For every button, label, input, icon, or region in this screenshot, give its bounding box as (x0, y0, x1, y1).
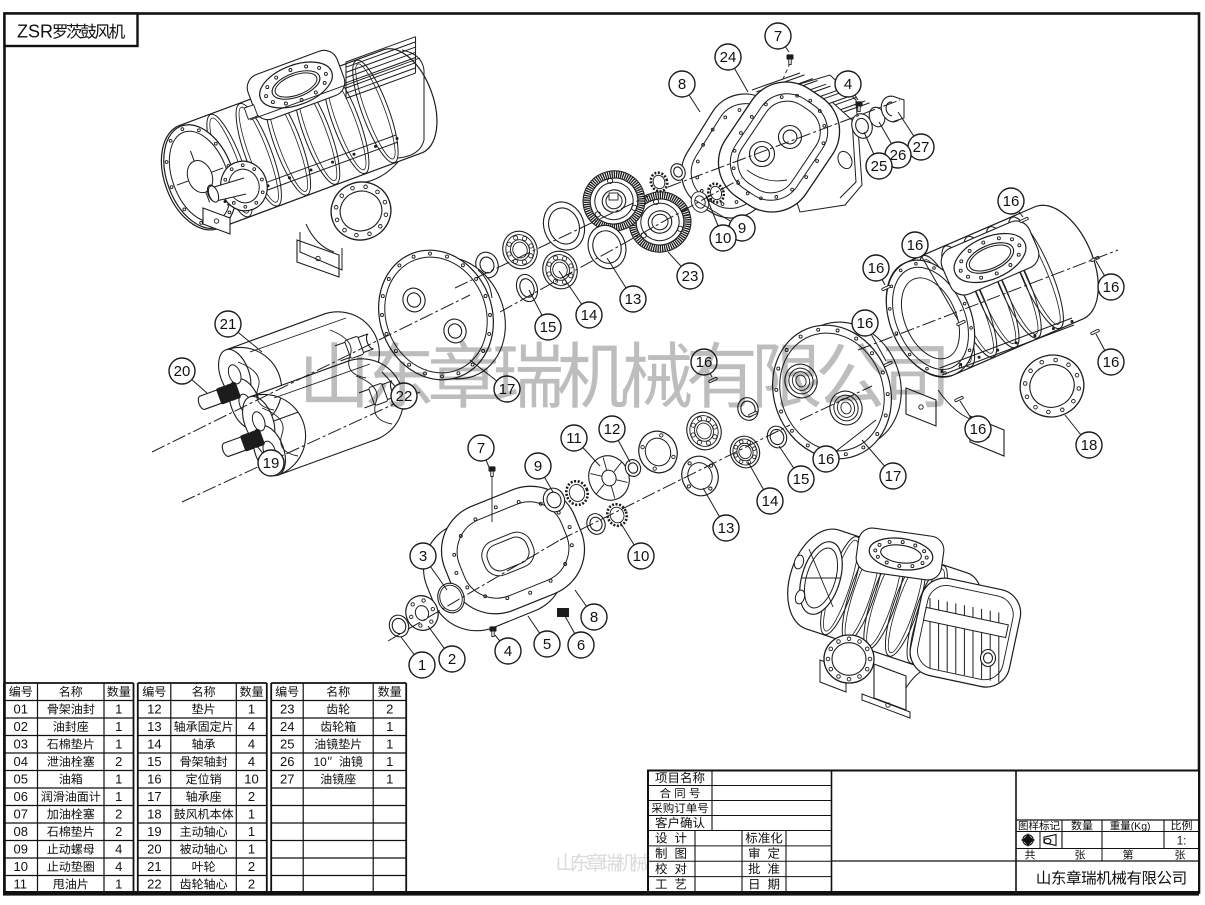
svg-text:15: 15 (147, 754, 161, 769)
svg-text:2: 2 (115, 824, 122, 839)
svg-text:10: 10 (14, 859, 28, 874)
svg-text:4: 4 (504, 643, 512, 660)
svg-text:23: 23 (280, 701, 294, 716)
svg-text:18: 18 (1081, 437, 1098, 454)
svg-text:10: 10 (633, 548, 650, 565)
svg-text:4: 4 (248, 754, 255, 769)
svg-text:2: 2 (115, 806, 122, 821)
svg-text:3: 3 (419, 548, 427, 565)
svg-text:27: 27 (913, 139, 930, 156)
svg-text:19: 19 (147, 824, 161, 839)
svg-text:2: 2 (248, 789, 255, 804)
svg-text:1: 1 (115, 719, 122, 734)
svg-text:08: 08 (14, 824, 28, 839)
svg-text:16: 16 (857, 315, 874, 332)
svg-text:23: 23 (682, 268, 699, 285)
svg-text:21: 21 (220, 316, 237, 333)
svg-text:2: 2 (248, 859, 255, 874)
svg-text:13: 13 (625, 291, 642, 308)
svg-text:7: 7 (774, 28, 782, 45)
svg-text:14: 14 (581, 307, 598, 324)
svg-text:20: 20 (174, 363, 191, 380)
svg-text:16: 16 (1003, 193, 1020, 210)
svg-text:ZSR: ZSR (17, 22, 53, 42)
svg-text:15: 15 (793, 471, 810, 488)
svg-text:16: 16 (818, 451, 835, 468)
svg-text:15: 15 (540, 319, 557, 336)
svg-text:10: 10 (715, 230, 732, 247)
svg-text:4: 4 (248, 719, 255, 734)
svg-text:18: 18 (147, 806, 161, 821)
svg-text:17: 17 (147, 789, 161, 804)
svg-text:10: 10 (244, 771, 258, 786)
svg-text:14: 14 (147, 736, 161, 751)
svg-text:1: 1 (386, 771, 393, 786)
svg-text:21: 21 (147, 859, 161, 874)
svg-text:24: 24 (280, 719, 294, 734)
svg-text:05: 05 (14, 771, 28, 786)
svg-text:13: 13 (718, 520, 735, 537)
svg-text:16: 16 (970, 421, 987, 438)
svg-text:25: 25 (280, 736, 294, 751)
svg-text:2: 2 (448, 651, 456, 668)
svg-text:1: 1 (115, 736, 122, 751)
svg-text:25: 25 (871, 158, 888, 175)
svg-text:7: 7 (477, 440, 485, 457)
svg-text:4: 4 (115, 859, 122, 874)
svg-text:01: 01 (14, 701, 28, 716)
svg-text:8: 8 (678, 76, 686, 93)
svg-text:27: 27 (280, 771, 294, 786)
svg-text:1: 1 (248, 841, 255, 856)
svg-text:1: 1 (115, 771, 122, 786)
svg-text:1:: 1: (1177, 836, 1187, 848)
svg-text:(Kg): (Kg) (1131, 821, 1151, 833)
svg-text:4: 4 (844, 76, 852, 93)
svg-text:14: 14 (762, 493, 779, 510)
svg-text:2: 2 (386, 701, 393, 716)
svg-text:16: 16 (1103, 279, 1120, 296)
svg-text:1: 1 (418, 657, 426, 674)
svg-text:17: 17 (885, 468, 902, 485)
svg-text:11: 11 (566, 430, 582, 447)
svg-text:12: 12 (147, 701, 161, 716)
svg-text:1: 1 (115, 876, 122, 891)
svg-text:1: 1 (386, 736, 393, 751)
svg-text:1: 1 (248, 806, 255, 821)
svg-text:16: 16 (147, 771, 161, 786)
svg-text:5: 5 (543, 636, 551, 653)
svg-text:8: 8 (590, 609, 598, 626)
svg-text:20: 20 (147, 841, 161, 856)
svg-text:6: 6 (577, 637, 585, 654)
svg-text:09: 09 (14, 841, 28, 856)
svg-text:2: 2 (248, 876, 255, 891)
svg-text:26: 26 (280, 754, 294, 769)
svg-text:07: 07 (14, 806, 28, 821)
svg-text:19: 19 (263, 455, 280, 472)
svg-text:22: 22 (147, 876, 161, 891)
svg-text:26: 26 (890, 147, 907, 164)
svg-text:9: 9 (534, 458, 542, 475)
svg-text:16: 16 (907, 237, 924, 254)
svg-text:1: 1 (386, 754, 393, 769)
svg-text:4: 4 (115, 841, 122, 856)
svg-text:11: 11 (14, 876, 28, 891)
svg-text:1: 1 (386, 719, 393, 734)
svg-text:12: 12 (604, 421, 621, 438)
svg-text:1: 1 (248, 824, 255, 839)
svg-text:02: 02 (14, 719, 28, 734)
svg-text:16: 16 (868, 260, 885, 277)
svg-text:10: 10 (314, 755, 328, 769)
svg-text:9: 9 (738, 220, 746, 237)
svg-text:16: 16 (1103, 354, 1120, 371)
svg-text:4: 4 (248, 736, 255, 751)
svg-text:1: 1 (115, 789, 122, 804)
svg-text:03: 03 (14, 736, 28, 751)
svg-text:1: 1 (115, 701, 122, 716)
svg-text:24: 24 (720, 49, 737, 66)
svg-text:04: 04 (14, 754, 28, 769)
svg-text:1: 1 (248, 701, 255, 716)
svg-text:2: 2 (115, 754, 122, 769)
svg-text:13: 13 (147, 719, 161, 734)
svg-text:06: 06 (14, 789, 28, 804)
